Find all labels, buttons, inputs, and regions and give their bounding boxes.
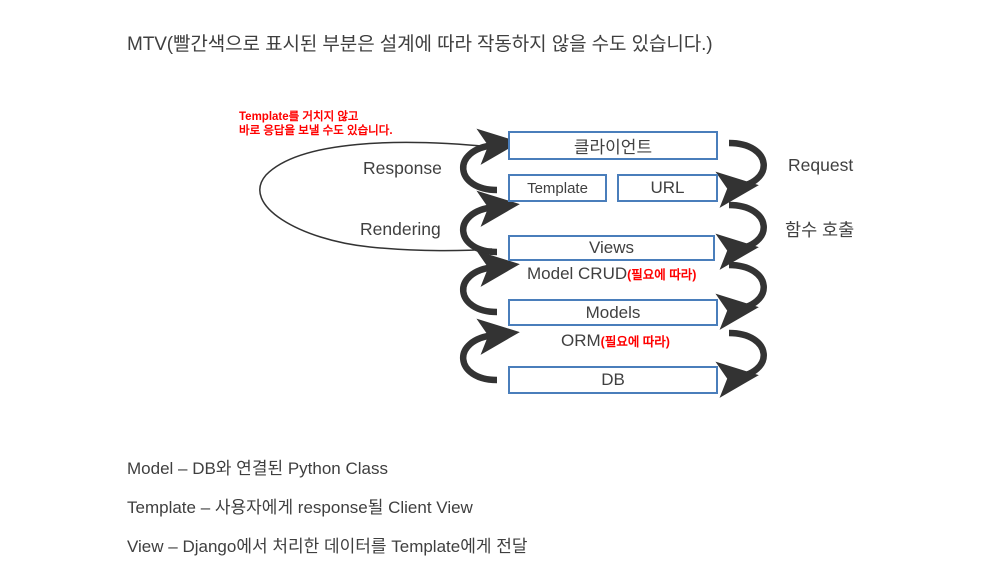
arrow-orm-return <box>460 318 520 384</box>
node-box-client[interactable]: 클라이언트 <box>508 131 718 160</box>
arrow-orm <box>715 329 767 398</box>
node-box-views[interactable]: Views <box>508 235 715 261</box>
definition-note-view: View – Django에서 처리한 데이터를 Template에게 전달 <box>127 537 528 556</box>
arrow-response <box>460 128 520 194</box>
red-annotation-note: Template를 거치지 않고 바로 응답을 보낼 수도 있습니다. <box>239 110 393 138</box>
node-label-url: URL <box>650 178 685 197</box>
arrow-model-crud <box>715 261 767 330</box>
red-annotation-line-2: 바로 응답을 보낼 수도 있습니다. <box>239 125 393 137</box>
arrow-function-call <box>715 201 767 270</box>
arrow-request <box>715 139 767 208</box>
arrow-label-request: Request <box>788 155 854 175</box>
mtv-architecture-diagram: Template를 거치지 않고 바로 응답을 보낼 수도 있습니다. 클라이언… <box>239 110 855 398</box>
node-box-models[interactable]: Models <box>508 299 718 326</box>
node-box-template[interactable]: Template <box>508 174 607 202</box>
node-label-template: Template <box>527 179 588 197</box>
definition-notes: Model – DB와 연결된 Python Class Template – … <box>127 449 827 566</box>
arrow-label-response: Response <box>363 158 442 178</box>
node-box-url[interactable]: URL <box>617 174 718 202</box>
bypass-loop-curve <box>259 141 493 252</box>
edge-label-model-crud-text: Model CRUD <box>527 264 628 283</box>
node-label-db: DB <box>601 370 625 389</box>
node-label-client: 클라이언트 <box>573 138 653 157</box>
node-label-models: Models <box>585 302 641 322</box>
edge-label-orm: ORM(필요에 따라) <box>561 331 670 351</box>
node-box-db[interactable]: DB <box>508 366 718 394</box>
node-label-views: Views <box>588 238 635 257</box>
arrow-rendering <box>460 190 520 256</box>
red-annotation-line-1: Template를 거치지 않고 <box>239 111 359 123</box>
definition-note-template: Template – 사용자에게 response될 Client View <box>127 498 473 517</box>
edge-label-model-crud: Model CRUD(필요에 따라) <box>527 264 696 284</box>
diagram-arrows-layer <box>259 128 767 398</box>
definition-note-model: Model – DB와 연결된 Python Class <box>127 459 388 478</box>
edge-label-model-crud-note: (필요에 따라) <box>627 268 697 282</box>
edge-label-orm-text: ORM <box>561 331 601 350</box>
arrow-label-function-call: 함수 호출 <box>785 220 855 240</box>
arrow-model-crud-return <box>460 250 520 316</box>
arrow-label-rendering: Rendering <box>360 219 441 239</box>
page-title: MTV(빨간색으로 표시된 부분은 설계에 따라 작동하지 않을 수도 있습니다… <box>127 34 713 55</box>
edge-label-orm-note: (필요에 따라) <box>600 335 670 349</box>
